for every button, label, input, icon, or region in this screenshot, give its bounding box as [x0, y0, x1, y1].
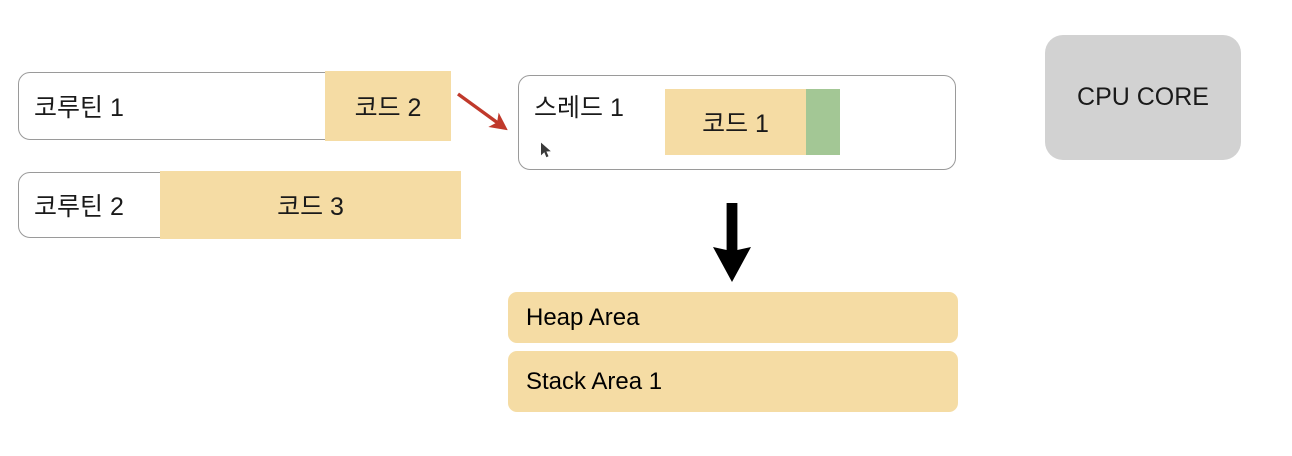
thread-1-code-label: 코드 1 — [702, 110, 769, 138]
thread-1-suspend-block — [806, 89, 840, 155]
stack-area-1-box: Stack Area 1 — [508, 351, 958, 412]
arrow-down-icon — [713, 203, 751, 282]
coroutine-1-code-label: 코드 2 — [354, 94, 422, 122]
coroutine-2-code-block: 코드 3 — [160, 171, 461, 239]
thread-1-code-block: 코드 1 — [665, 89, 806, 155]
heap-area-label: Heap Area — [526, 303, 640, 331]
heap-area-box: Heap Area — [508, 292, 958, 343]
cpu-core-label: CPU CORE — [1077, 83, 1209, 111]
coroutine-2-label: 코루틴 2 — [34, 193, 124, 221]
stack-area-1-label: Stack Area 1 — [526, 367, 663, 395]
mouse-pointer-icon — [541, 142, 551, 158]
arrow-down-right-icon — [457, 92, 508, 131]
cpu-core-box: CPU CORE — [1045, 35, 1241, 160]
thread-1-label: 스레드 1 — [534, 94, 624, 122]
coroutine-1-code-block: 코드 2 — [325, 71, 451, 141]
coroutine-2-code-label: 코드 3 — [277, 193, 344, 221]
coroutine-1-label: 코루틴 1 — [34, 94, 124, 122]
